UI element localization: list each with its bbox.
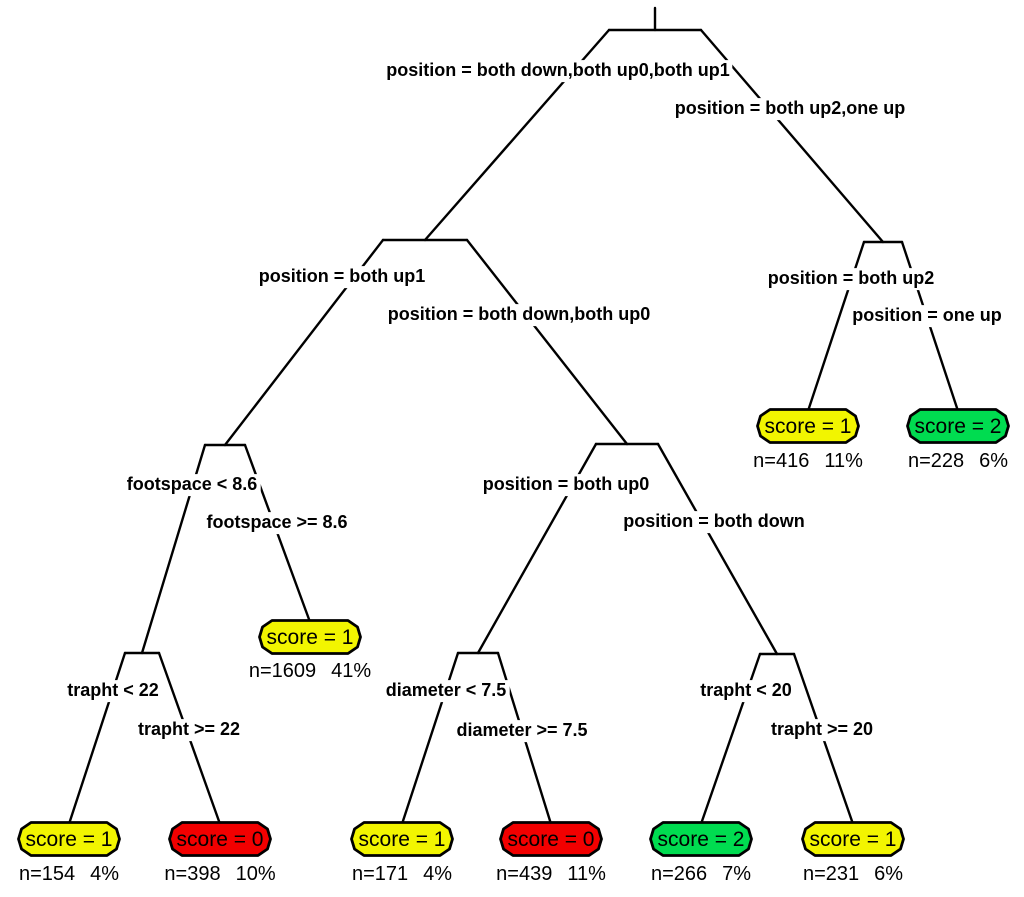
split-label-left-left: position = both up1 — [255, 266, 429, 288]
branch-line — [656, 442, 779, 656]
leaf-count-n266: n=266 7% — [651, 863, 751, 885]
branch-line — [400, 651, 460, 826]
leaf-n266: score = 2 — [649, 820, 753, 858]
leaf-score-label: score = 1 — [764, 414, 852, 438]
leaf-n228: score = 2 — [906, 407, 1010, 445]
leaf-count-n228: n=228 6% — [908, 450, 1008, 472]
split-label-diameter-ge: diameter >= 7.5 — [453, 720, 591, 742]
leaf-n-value: n=266 — [650, 863, 708, 885]
leaf-count-n416: n=416 11% — [753, 450, 863, 472]
leaf-shape — [168, 821, 272, 857]
split-label-right-right: position = one up — [849, 305, 1005, 327]
leaf-score-label: score = 1 — [266, 625, 354, 649]
leaf-count-n1609: n=1609 41% — [249, 660, 371, 682]
leaf-n398: score = 0 — [168, 820, 272, 858]
branch-line — [465, 238, 629, 446]
leaf-n-value: n=439 — [496, 863, 553, 885]
leaf-count-n154: n=154 4% — [19, 863, 119, 885]
leaf-score-label: score = 1 — [358, 827, 446, 851]
leaf-n-value: n=416 — [753, 450, 810, 472]
leaf-count-n439: n=439 11% — [496, 863, 606, 885]
split-label-root-right: position = both up2,one up — [671, 98, 909, 120]
leaf-score-label: score = 1 — [25, 827, 113, 851]
leaf-pct-value: 11% — [824, 450, 863, 472]
leaf-pct-value: 11% — [567, 863, 606, 885]
leaf-shape — [258, 619, 362, 655]
leaf-pct-value: 41% — [331, 660, 372, 682]
leaf-pct-value: 4% — [90, 863, 120, 885]
leaf-pct-value: 4% — [423, 863, 453, 885]
leaf-score-label: score = 1 — [809, 827, 897, 851]
split-label-both-down: position = both down — [620, 511, 808, 533]
leaf-count-n231: n=231 6% — [803, 863, 903, 885]
leaf-shape — [649, 821, 753, 857]
leaf-shape — [499, 821, 603, 857]
split-label-trapht22-lt: trapht < 22 — [64, 680, 162, 702]
leaf-score-label: score = 2 — [914, 414, 1002, 438]
split-label-trapht20-lt: trapht < 20 — [697, 680, 795, 702]
split-label-trapht22-ge: trapht >= 22 — [134, 719, 244, 741]
leaf-n416: score = 1 — [756, 407, 860, 445]
leaf-shape — [801, 821, 905, 857]
leaf-score-label: score = 0 — [507, 827, 595, 851]
leaf-score-label: score = 0 — [176, 827, 264, 851]
split-label-trapht20-ge: trapht >= 20 — [767, 719, 877, 741]
leaf-count-n398: n=398 10% — [164, 863, 275, 885]
leaf-n-value: n=1609 — [248, 660, 317, 682]
leaf-n-value: n=398 — [164, 863, 221, 885]
leaf-pct-value: 6% — [979, 450, 1009, 472]
leaf-count-n171: n=171 4% — [352, 863, 452, 885]
leaf-n-value: n=228 — [907, 450, 965, 472]
leaf-n171: score = 1 — [350, 820, 454, 858]
leaf-n154: score = 1 — [17, 820, 121, 858]
split-label-left-right: position = both down,both up0 — [384, 304, 654, 326]
split-label-root-left: position = both down,both up0,both up1 — [383, 60, 733, 82]
leaf-pct-value: 10% — [235, 863, 276, 885]
split-label-diameter-lt: diameter < 7.5 — [382, 680, 510, 702]
split-label-right-left: position = both up2 — [764, 268, 938, 290]
leaf-n1609: score = 1 — [258, 618, 362, 656]
split-label-footspace-ge: footspace >= 8.6 — [203, 512, 351, 534]
leaf-shape — [350, 821, 454, 857]
leaf-shape — [17, 821, 121, 857]
split-label-both-up0: position = both up0 — [479, 474, 653, 496]
leaf-n-value: n=154 — [18, 863, 76, 885]
leaf-n-value: n=171 — [351, 863, 409, 885]
leaf-shape — [756, 408, 860, 444]
leaf-pct-value: 6% — [874, 863, 904, 885]
split-label-footspace-lt: footspace < 8.6 — [123, 474, 261, 496]
leaf-n-value: n=231 — [802, 863, 860, 885]
branch-line — [67, 651, 127, 826]
leaf-n439: score = 0 — [499, 820, 603, 858]
leaf-n231: score = 1 — [801, 820, 905, 858]
leaf-score-label: score = 2 — [657, 827, 745, 851]
leaf-shape — [906, 408, 1010, 444]
leaf-pct-value: 7% — [722, 863, 752, 885]
